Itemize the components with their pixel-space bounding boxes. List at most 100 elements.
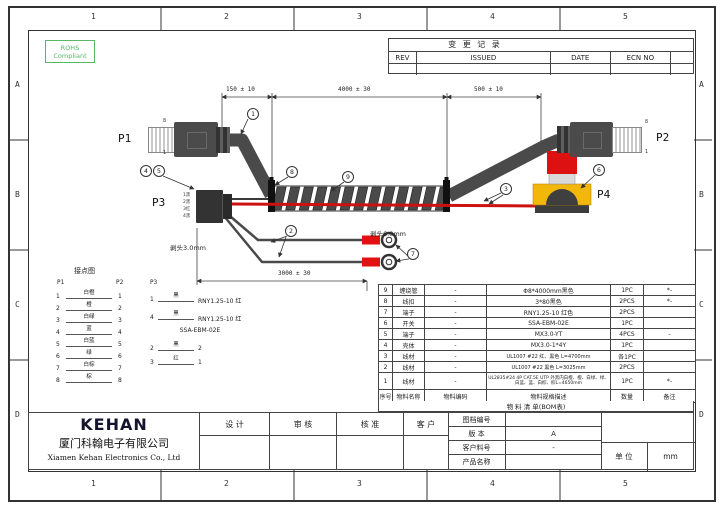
p2-rj45-body — [570, 122, 613, 157]
strip-note-p3: 剥头3.0mm — [170, 244, 207, 252]
p3-connector-front — [222, 194, 232, 219]
rohs-line2: Compliant — [53, 52, 87, 60]
dimension-lines — [196, 94, 542, 284]
grid-col-label: 5 — [623, 479, 628, 488]
change-record-title: 变 更 记 录 — [448, 40, 502, 49]
conn-p2-header: P2 — [116, 279, 124, 286]
p1-rj45-body — [174, 122, 218, 157]
field-prod-value — [506, 455, 601, 469]
rohs-badge: ROHS Compliant — [45, 40, 95, 63]
change-record-table: 变 更 记 录 REV ISSUED DATE ECN NO — [388, 38, 694, 75]
company-name-en: Xiamen Kehan Electronics Co., Ltd — [47, 453, 181, 462]
leader-lines — [162, 118, 596, 263]
p3-connector-body — [196, 190, 223, 223]
conn-p3-mid-label: SSA-EBM-02E — [179, 327, 221, 334]
field-ver-label: 版 本 — [448, 427, 506, 441]
grid-row-label: B — [699, 190, 704, 199]
grid-col-label: 4 — [490, 12, 495, 21]
grid-col-label: 1 — [91, 479, 96, 488]
grid-col-label: 5 — [623, 12, 628, 21]
callout-8: 8 — [286, 166, 298, 178]
strip-note-ring: 剥头6.0mm — [370, 230, 407, 238]
change-record-title-row: 变 更 记 录 — [389, 39, 693, 52]
p3-label: P3 — [152, 196, 166, 209]
grid-col-label: 1 — [91, 12, 96, 21]
p1-rj45-contacts — [148, 127, 175, 153]
p3-pin-label: 1黑 — [183, 193, 191, 198]
callout-7: 7 — [407, 248, 419, 260]
p2-pin-8: 8 — [645, 119, 649, 125]
dim-500: 500 ± 10 — [474, 86, 503, 93]
p1-boot — [216, 127, 230, 153]
field-doc-value — [506, 413, 601, 427]
divider — [336, 413, 337, 469]
rohs-line1: ROHS — [60, 44, 80, 52]
field-cust-label: 客户料号 — [448, 441, 506, 455]
title-block: KEHAN 厦门科翰电子有限公司 Xiamen Kehan Electronic… — [28, 412, 695, 471]
spiral-wrap — [271, 185, 449, 212]
p4-switch — [532, 151, 592, 213]
grid-row-label: B — [15, 190, 20, 199]
divider — [601, 442, 695, 443]
connection-diagram-title: 接点图 — [74, 267, 95, 275]
sig-approve: 核 准 — [337, 413, 403, 436]
inner-frame — [28, 30, 696, 472]
divider — [448, 413, 449, 469]
divider — [269, 413, 270, 469]
divider — [601, 413, 602, 469]
p2-pin-1: 1 — [645, 149, 649, 155]
outer-border — [8, 6, 716, 502]
divider — [647, 442, 648, 471]
p2-label: P2 — [656, 131, 670, 144]
grid-row-label: C — [15, 300, 20, 309]
callout-6: 6 — [593, 164, 605, 176]
cell-empty — [389, 64, 417, 75]
extension-lines — [196, 93, 542, 291]
cable-right-segment — [445, 134, 562, 202]
col-rev: REV — [389, 52, 417, 63]
bom-footer: 物 料 清 单(BOM表) — [378, 401, 694, 412]
callout-4: 4 — [140, 165, 152, 177]
callout-2: 2 — [285, 225, 297, 237]
grid-col-label: 3 — [357, 12, 362, 21]
cable-tie — [268, 177, 450, 212]
p3-pin-label: 2黑 — [183, 200, 191, 205]
dim-4000: 4000 ± 30 — [338, 86, 371, 93]
cell-empty — [611, 64, 672, 75]
callout-1: 1 — [247, 108, 259, 120]
field-doc-label: 图档编号 — [448, 413, 506, 427]
col-ecn: ECN NO — [611, 52, 672, 63]
p3-pin-label: 3红 — [183, 207, 191, 212]
divider — [199, 413, 200, 469]
sig-design: 设 计 — [200, 413, 269, 436]
dim-150: 150 ± 10 — [226, 86, 255, 93]
p1-pin-1: 1 — [163, 150, 167, 156]
unit-value: mm — [663, 452, 678, 461]
p1-pin-8: 8 — [163, 118, 167, 124]
grid-col-label: 3 — [357, 479, 362, 488]
ring-wire-2 — [223, 215, 363, 264]
cell-empty — [417, 64, 551, 75]
grid-col-label: 2 — [224, 479, 229, 488]
field-cust-value: - — [506, 441, 601, 455]
grid-row-label: A — [15, 80, 20, 89]
callout-3: 3 — [500, 183, 512, 195]
conn-p3-header: P3 — [150, 279, 158, 286]
ring-terminal — [362, 231, 398, 271]
cell-empty — [551, 64, 611, 75]
divider — [403, 413, 404, 469]
col-date: DATE — [551, 52, 611, 63]
p1-label: P1 — [118, 132, 132, 145]
red-wire-p4 — [230, 202, 540, 208]
unit-label: 单 位 — [615, 452, 633, 461]
change-record-empty-row — [389, 64, 693, 75]
grid-col-label: 4 — [490, 479, 495, 488]
p2-rj45-contacts — [612, 127, 642, 153]
